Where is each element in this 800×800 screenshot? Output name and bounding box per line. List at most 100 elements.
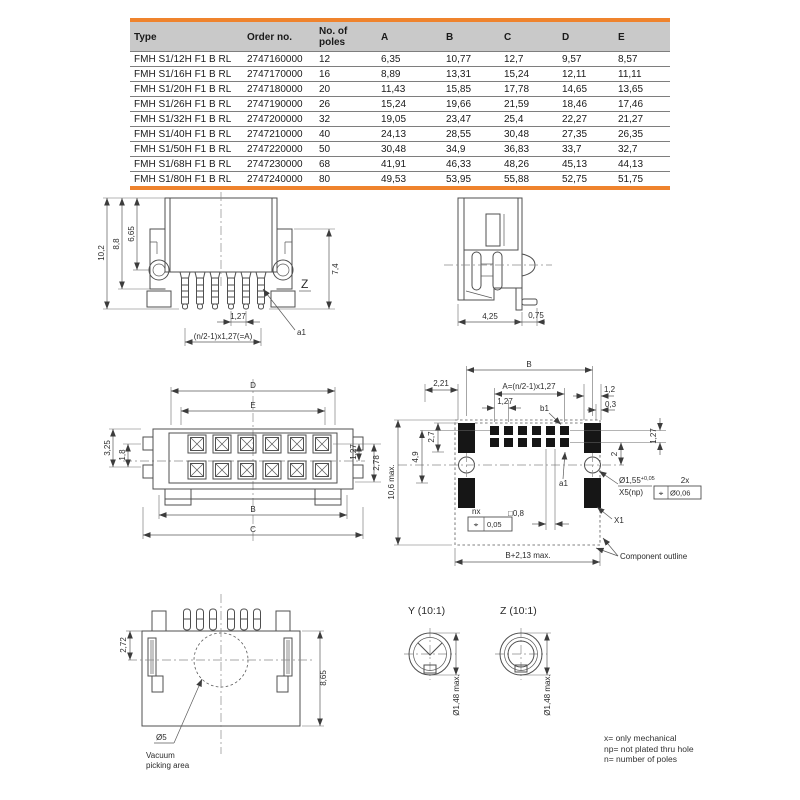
cell: 6,35 [377,51,442,67]
col-header-b: B [442,22,500,52]
dim-b: B [526,360,531,369]
dim-1-2: 1,2 [604,385,616,394]
cell: 11,11 [614,66,670,82]
cell: 34,9 [442,141,500,157]
detail-y-dim: Ø1,48 max. [452,674,461,715]
note-line: np= not plated thru hole [604,743,694,754]
svg-text:⌖: ⌖ [659,489,664,498]
cell: 30,48 [500,126,558,142]
qty-nx-label: nx [472,507,480,516]
cell: 68 [315,156,377,172]
cell: FMH S1/26H F1 B RL [130,96,243,112]
footprint-drawing: B 2,21 A=(n/2-1)x1,27 1,27 b1 1,2 0,3 [387,360,702,566]
cell: 12,7 [500,51,558,67]
top-view-drawing: D E 3,25 1,8 1,27 2,78 B C [103,379,381,541]
dim-pitch: 1,27 [230,312,246,321]
vacuum-label-line2: picking area [146,761,190,770]
cell: 33,7 [558,141,614,157]
cell: 49,53 [377,171,442,186]
cell: 8,89 [377,66,442,82]
cell: FMH S1/32H F1 B RL [130,111,243,127]
detail-z-dim: Ø1,48 max. [543,674,552,715]
cell: FMH S1/80H F1 B RL [130,171,243,186]
dim-c: C [250,525,256,534]
dim-2-7: 2,7 [427,431,436,443]
cell: 28,55 [442,126,500,142]
cell: 51,75 [614,171,670,186]
dim-span: (n/2-1)x1,27(=A) [194,332,253,341]
dim-d: D [250,381,256,390]
svg-text:0,05: 0,05 [487,520,502,529]
cell: FMH S1/16H F1 B RL [130,66,243,82]
header-row: Type Order no. No. of poles A B C D E [130,22,670,52]
col-header-c: C [500,22,558,52]
cell: 19,66 [442,96,500,112]
cell: 52,75 [558,171,614,186]
cell: FMH S1/40H F1 B RL [130,126,243,142]
dimensions: 2,72 8,65 Ø5 Vacuum picking area [119,630,328,770]
qty-2x-label: 2x [681,476,689,485]
cell: 41,91 [377,156,442,172]
cell: 20 [315,81,377,97]
accent-bar-top [130,18,670,22]
detail-z-label: Z [301,277,308,291]
dim-height: 10,6 max. [387,464,396,499]
cell: 50 [315,141,377,157]
cell: 2747200000 [243,111,315,127]
dim-width: 4,25 [482,312,498,321]
cell: 14,65 [558,81,614,97]
cell: 10,77 [442,51,500,67]
cell: 18,46 [558,96,614,112]
cell: 15,24 [377,96,442,112]
cell: 15,85 [442,81,500,97]
detail-y-title: Y (10:1) [408,605,445,617]
cell: 22,27 [558,111,614,127]
cell: 21,59 [500,96,558,112]
cell: FMH S1/20H F1 B RL [130,81,243,97]
dim-e: E [250,401,255,410]
dim-3-25: 3,25 [103,440,112,456]
cell: 55,88 [500,171,558,186]
svg-text:⌖: ⌖ [474,521,479,530]
cell: 13,31 [442,66,500,82]
cell: 46,33 [442,156,500,172]
cell: 26 [315,96,377,112]
dim-2: 2 [610,451,619,456]
cell: 45,13 [558,156,614,172]
contact-grid [187,434,332,480]
dim-2-78: 2,78 [372,455,381,471]
svg-text:Ø0,06: Ø0,06 [670,489,690,498]
solder-pins [179,271,267,310]
detail-views-drawing: Y (10:1) Z (10:1) Ø1,48 max. Ø1,48 max. [404,605,552,716]
pad-x1-label: X1 [614,516,624,525]
cell: 2747210000 [243,126,315,142]
col-header-e: E [614,22,670,52]
dim-4-9: 4,9 [411,451,420,463]
dimensions: 4,25 0,75 [457,304,545,326]
dim-0-3: 0,3 [605,400,617,409]
dim-1-27: 1,27 [349,444,358,460]
solder-pads [458,423,601,508]
cell: 17,78 [500,81,558,97]
cell: 17,46 [614,96,670,112]
note-line: x= only mechanical [604,733,677,743]
dim-body-height: 8,8 [112,238,121,250]
cell: 15,24 [500,66,558,82]
cell: 19,05 [377,111,442,127]
cell: 2747170000 [243,66,315,82]
cell: 30,48 [377,141,442,157]
solder-pins [183,608,261,631]
detail-z-view: Ø1,48 max. [495,628,552,716]
note-line: n= number of poles [604,754,678,764]
component-outline-label: Component outline [620,552,688,561]
cell: 16 [315,66,377,82]
cell: 40 [315,126,377,142]
cell: 44,13 [614,156,670,172]
